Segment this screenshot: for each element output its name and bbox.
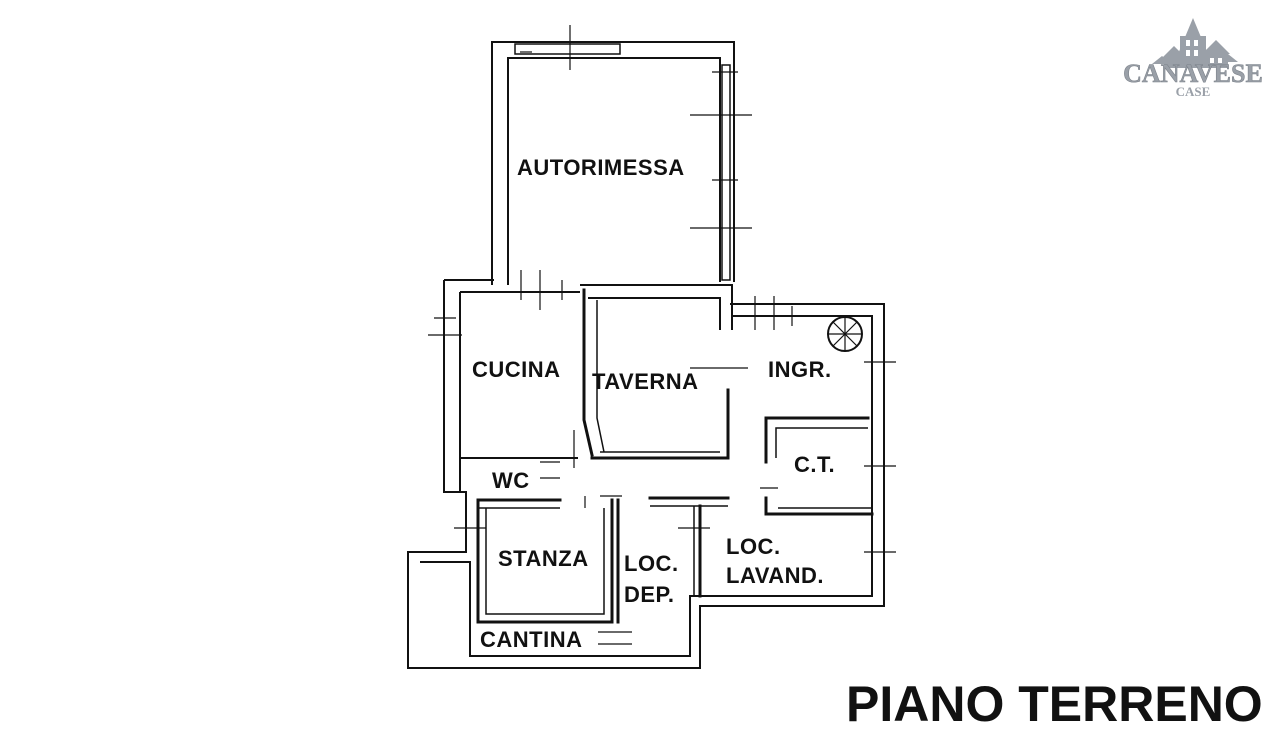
- room-label-stanza: STANZA: [498, 546, 589, 571]
- garage-walls: [491, 25, 752, 285]
- room-label-loc-lavand-line1: LOC.: [726, 534, 781, 559]
- room-label-loc-dep-line1: LOC.: [624, 551, 679, 576]
- room-label-ingresso: INGR.: [768, 357, 832, 382]
- room-label-ct: C.T.: [794, 452, 835, 477]
- room-label-loc-dep-line2: DEP.: [624, 582, 675, 607]
- logo-name: CANAVESE: [1123, 59, 1263, 88]
- room-label-loc-lavand-line2: LAVAND.: [726, 563, 824, 588]
- room-label-cantina: CANTINA: [480, 627, 583, 652]
- room-label-cucina: CUCINA: [472, 357, 561, 382]
- room-label-wc: WC: [492, 468, 530, 493]
- houses-logo-icon: CANAVESE CASE: [1123, 18, 1263, 99]
- room-label-autorimessa: AUTORIMESSA: [517, 155, 685, 180]
- building-walls: [407, 270, 896, 669]
- spiral-stair-icon: [827, 316, 863, 352]
- page-title: PIANO TERRENO: [846, 676, 1263, 732]
- room-label-taverna: TAVERNA: [592, 369, 699, 394]
- logo-sub: CASE: [1176, 84, 1211, 99]
